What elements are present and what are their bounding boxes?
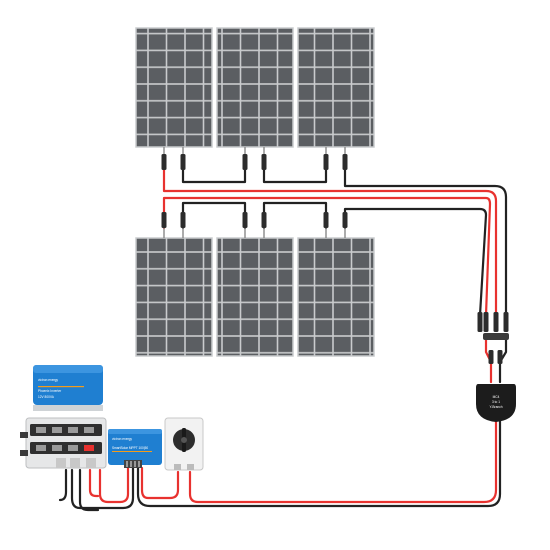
mc4-connector	[242, 212, 248, 228]
bottom-row-connectors	[161, 212, 348, 238]
mc4-connector	[180, 212, 186, 228]
top-row-series-link-negative-2	[262, 168, 328, 184]
inverter-brand: victron energy	[38, 378, 58, 382]
mc4-connector	[342, 154, 348, 170]
mc4-connector	[242, 154, 248, 170]
main-negative-run	[194, 416, 502, 508]
top-row-negative-run	[343, 168, 508, 317]
isolator-to-controller-positive	[140, 466, 180, 500]
mc4-connector	[161, 154, 167, 170]
dc-isolator-switch	[164, 417, 204, 471]
solar-panel	[297, 237, 375, 357]
bottom-row-series-link-2	[262, 201, 328, 230]
y-branch-junction	[483, 333, 509, 340]
solar-panel	[216, 237, 294, 357]
mc4-connector	[488, 350, 494, 364]
bus-feed-negative-2	[78, 468, 100, 512]
mc4-connector	[493, 312, 499, 332]
bottom-row-negative-run	[343, 207, 488, 317]
combiner-label-line3: Y-Branch	[490, 405, 503, 409]
bottom-row-series-link	[181, 201, 247, 230]
solar-panel	[297, 27, 375, 148]
bottom-row-positive-run	[162, 196, 492, 317]
mc4-connector	[261, 154, 267, 170]
bus-feed-positive	[88, 468, 100, 498]
mc4-connector	[180, 154, 186, 170]
bus-feed-negative	[58, 468, 68, 502]
mc4-connector	[497, 350, 503, 364]
mc4-connector	[342, 212, 348, 228]
controller-model: SmartSolar MPPT 100|50	[112, 446, 148, 450]
controller-to-bus-negative	[70, 466, 135, 510]
combiner-label-line2: 3 to 1	[492, 400, 500, 404]
bottom-panel-row	[135, 237, 375, 357]
mppt-solar-controller: victron energy SmartSolar MPPT 100|50	[108, 429, 162, 468]
solar-panel	[135, 237, 213, 357]
controller-brand: victron energy	[112, 437, 132, 441]
top-panel-row	[135, 27, 375, 148]
top-row-series-link-negative	[181, 168, 247, 184]
inverter-model: Phoenix Inverter	[38, 389, 62, 393]
mc4-connector	[323, 212, 329, 228]
solar-panel	[135, 27, 213, 148]
isolator-to-controller-negative	[136, 466, 198, 508]
branch-negative-merge	[498, 338, 508, 384]
mc4-combiner-box: MC4 3 to 1 Y-Branch	[476, 384, 516, 422]
solar-panel	[216, 27, 294, 148]
top-row-connectors	[161, 147, 348, 170]
busbar-block	[20, 417, 107, 469]
main-positive-run	[188, 416, 498, 504]
y-branch-connectors	[477, 312, 509, 364]
combiner-label-line1: MC4	[493, 395, 500, 399]
mc4-connector	[483, 312, 489, 332]
mc4-connector	[161, 212, 167, 228]
top-row-positive-run	[162, 168, 498, 317]
mc4-connector	[261, 212, 267, 228]
mc4-connector	[503, 312, 509, 332]
mc4-connector	[477, 312, 483, 332]
victron-inverter: victron energy Phoenix Inverter 12V 800V…	[33, 365, 103, 411]
inverter-rating: 12V 800VA	[38, 395, 55, 399]
controller-to-bus-positive	[98, 466, 130, 504]
mc4-connector	[323, 154, 329, 170]
